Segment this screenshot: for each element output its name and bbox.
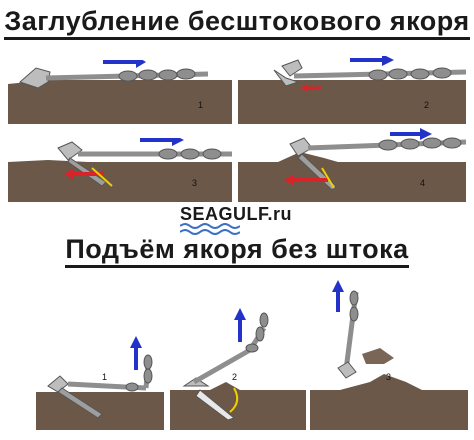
panel-number: 1 [198, 100, 204, 110]
page-title-text: Заглубление бесштокового якоря [4, 6, 470, 40]
panel-number: 4 [420, 178, 426, 188]
panel-number: 2 [232, 372, 238, 382]
waves-icon [180, 223, 240, 235]
diagram-panel-top-3 [8, 138, 232, 202]
panel-number: 3 [192, 178, 198, 188]
section-title-text: Подъём якоря без штока [65, 234, 409, 268]
diagram-panel-top-4 [238, 128, 466, 202]
diagram-panel-top-1 [8, 60, 232, 124]
section-title: Подъём якоря без штока [0, 234, 474, 268]
panel-number: 1 [102, 372, 108, 382]
page-title: Заглубление бесштокового якоря [0, 6, 474, 40]
seagulf-logo: SEAGULF.ru [180, 204, 300, 235]
logo-text: SEAGULF.ru [180, 204, 293, 224]
diagram-panel-top-2 [238, 56, 466, 124]
diagram-panel-bottom-3 [310, 280, 468, 430]
diagram-panel-bottom-1 [36, 336, 164, 430]
panel-number: 2 [424, 100, 430, 110]
diagram-panel-bottom-2 [170, 308, 306, 430]
panel-number: 3 [386, 372, 392, 382]
